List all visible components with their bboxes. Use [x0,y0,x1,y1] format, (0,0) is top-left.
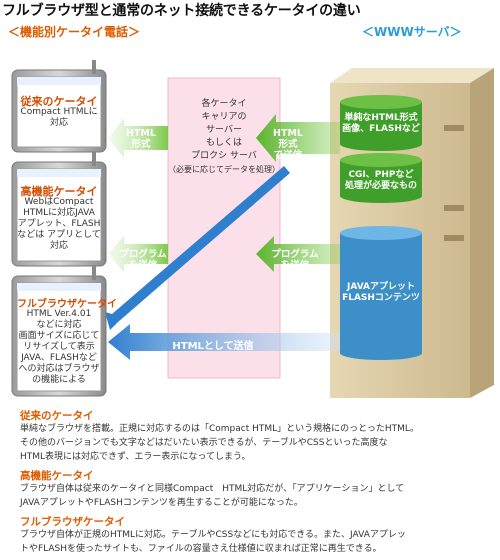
center-line: プロクシ サーバ [191,151,257,161]
phone-1-line: 対応 [49,118,68,128]
arrow-html-direct [108,324,340,360]
arrow-program-left [108,236,168,272]
phone-3-line: への対応はブラウザ [18,364,100,374]
desc-1-text: 単純なブラウザを搭載。正規に対応するのは「Compact HTML」という規格に… [20,424,419,462]
phone-2-line: HTMLに対応JAVA [23,208,95,218]
phone-3-line: 画面サイズに応じて [18,331,100,341]
phone-3-body: HTML Ver.4.01 などに対応 画面サイズに応じて リサイズして表示 J… [17,309,101,386]
phone-2 [11,152,107,267]
phone-3-line: などに対応 [36,320,82,330]
desc-2-head: 高機能ケータイ [20,470,94,482]
page-title: フルブラウザ型と通常のネット接続できるケータイの違い [2,3,361,19]
phone-2-body: WebはCompact HTMLに対応JAVA アプレット、FLASH などは … [17,197,101,252]
disk-cgi-text: CGI、PHPなど処理が必要なもの [344,170,417,191]
arrow-html-direct-label: HTMLとして送信 [172,341,254,352]
phone-3-line: の機能による [32,375,86,385]
phones-header: ＜機能別ケータイ電話＞ [8,25,141,39]
disk-java [340,226,422,360]
phone-2-line: WebはCompact [24,197,94,207]
desc-2-text: ブラウザ自体は従来のケータイと同様Compact HTML対応だが、「アプリケー… [20,484,405,508]
phone-2-line: などは アプリとして [17,230,101,240]
center-line: 各ケータイ [201,99,247,109]
arrow-html-right [256,114,340,162]
phone-1-line: Compact HTMLに [20,107,98,117]
phone-1-head: 従来のケータイ [20,95,98,108]
center-line: サーバー [206,125,242,135]
phone-3-line: HTML Ver.4.01 [26,309,92,319]
arrow-program-left-label: プログラムを送信 [119,249,167,271]
arrow-html-left [108,118,168,158]
arrow-diagonal [105,166,290,330]
phone-1 [11,60,107,153]
desc-3-head: フルブラウザケータイ [20,516,125,528]
phone-2-line: アプレット、FLASH [17,219,101,229]
phone-2-line: 対応 [49,241,68,251]
arrow-program-right [256,236,340,272]
desc-1-head: 従来のケータイ [20,410,94,422]
phone-3-line: リサイズして表示 [23,342,95,352]
phone-3-head: フルブラウザケータイ [17,299,117,310]
server-header: ＜WWWサーバ＞ [362,25,462,39]
phone-3-line: JAVA、FLASHなど [21,353,97,363]
desc-3-text: ブラウザ自体が正規のHTMLに対応。テーブルやCSSなどにも対応できる。また、J… [20,530,406,554]
center-line: キャリアの [201,112,247,122]
arrow-program-right-label: プログラムを送信 [271,249,319,271]
disk-html [340,95,422,151]
phone-1-body: Compact HTMLに 対応 [17,107,101,129]
phone-2-head: 高機能ケータイ [20,185,98,198]
disk-html-text: 単純なHTML形式画像、FLASHなど [342,113,420,134]
center-line: もしくは [205,138,242,148]
disk-cgi [340,153,422,203]
carrier-server-text: 各ケータイ キャリアの サーバー もしくは プロクシ サーバ （必要に応じてデー… [168,98,280,176]
phone-3 [11,266,107,397]
center-line: （必要に応じてデータを処理） [168,165,280,174]
diagram-canvas [11,60,494,398]
